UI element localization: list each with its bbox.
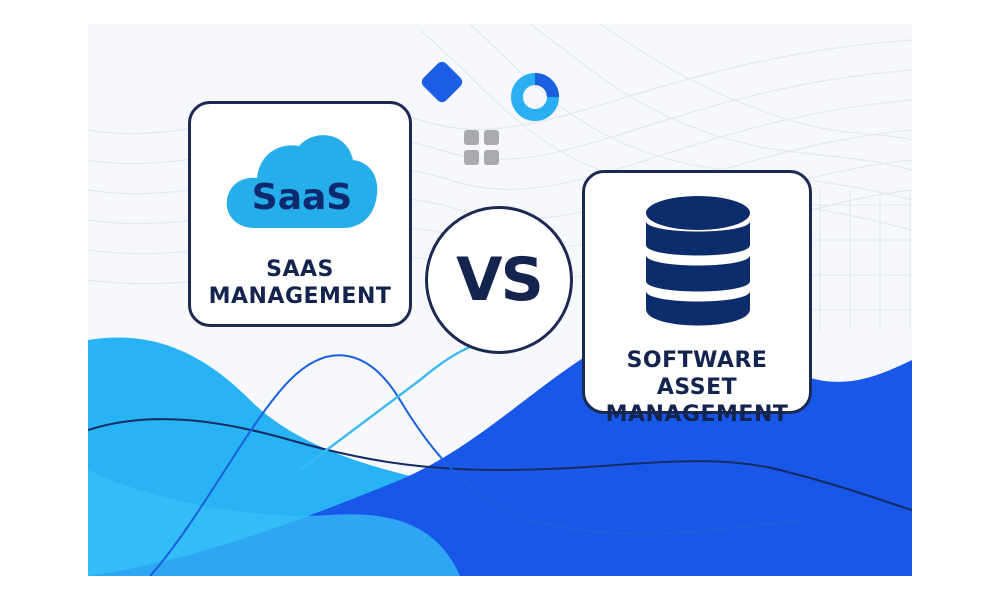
diamond-icon [421,61,463,103]
vs-text: VS [456,245,544,315]
sam-label-line1: SOFTWARE ASSET [626,348,768,400]
grid-icon [464,130,499,165]
saas-label-line2: MANAGEMENT [208,284,392,309]
software-asset-management-label: SOFTWARE ASSET MANAGEMENT [585,347,809,428]
vs-badge: VS [425,206,573,354]
grid-pattern [812,190,912,330]
cloud-icon: SaaS [225,124,379,232]
saas-management-card: SaaS SAAS MANAGEMENT [188,101,412,327]
ring-icon [511,73,559,121]
cloud-icon-text: SaaS [251,177,353,218]
database-icon [645,195,751,331]
sam-label-line2: MANAGEMENT [605,402,789,427]
saas-management-label: SAAS MANAGEMENT [191,256,409,310]
saas-label-line1: SAAS [266,257,334,282]
thin-navy-line [88,418,912,511]
software-asset-management-card: SOFTWARE ASSET MANAGEMENT [582,170,812,427]
overlay-wave [88,470,460,576]
thin-blue-line [149,354,801,576]
